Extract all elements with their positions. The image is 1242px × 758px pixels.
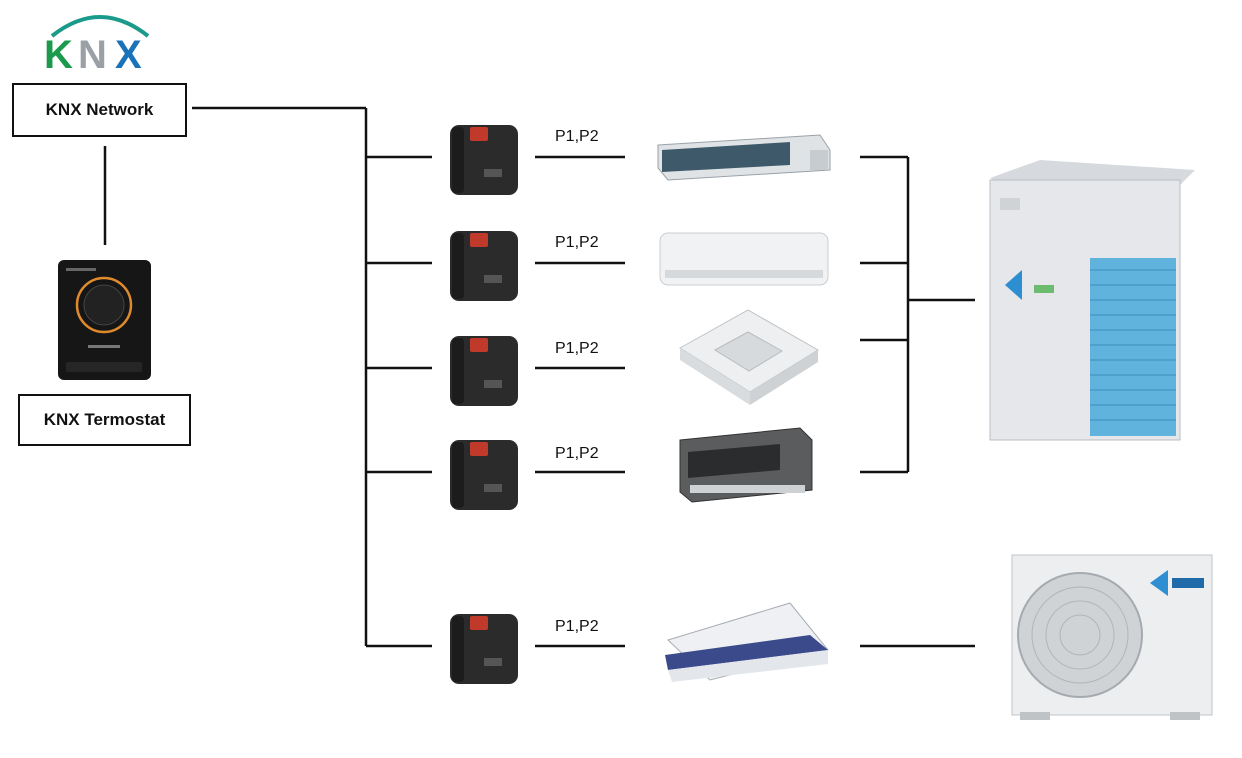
ceiling-suspended-unit-icon bbox=[665, 602, 829, 682]
knx-gateway-icon bbox=[450, 125, 518, 195]
svg-text:N: N bbox=[78, 33, 107, 77]
knx-gateway-icon bbox=[450, 231, 518, 301]
svg-text:X: X bbox=[115, 33, 142, 77]
link-label: P1,P2 bbox=[555, 340, 599, 357]
svg-text:K: K bbox=[44, 33, 73, 77]
knx-network-label: KNX Network bbox=[12, 83, 187, 137]
cassette-unit-icon bbox=[679, 309, 819, 405]
wall-split-unit-icon bbox=[659, 232, 829, 286]
knx-logo: K N X bbox=[44, 15, 150, 77]
knx-gateway-icon bbox=[450, 336, 518, 406]
thermostat-icon bbox=[58, 260, 151, 380]
concealed-duct-unit-icon bbox=[679, 427, 813, 503]
link-label: P1,P2 bbox=[555, 234, 599, 251]
knx-gateway-icon bbox=[450, 440, 518, 510]
knx-gateway-icon bbox=[450, 614, 518, 684]
split-outdoor-unit-icon bbox=[1011, 554, 1213, 720]
link-label: P1,P2 bbox=[555, 618, 599, 635]
gateway-group bbox=[450, 125, 518, 684]
link-label: P1,P2 bbox=[555, 445, 599, 462]
link-label: P1,P2 bbox=[555, 128, 599, 145]
connection-lines bbox=[103, 106, 975, 648]
knx-thermostat-label: KNX Termostat bbox=[18, 394, 191, 446]
vrv-outdoor-unit-icon bbox=[989, 160, 1195, 441]
ducted-unit-icon bbox=[657, 134, 831, 181]
